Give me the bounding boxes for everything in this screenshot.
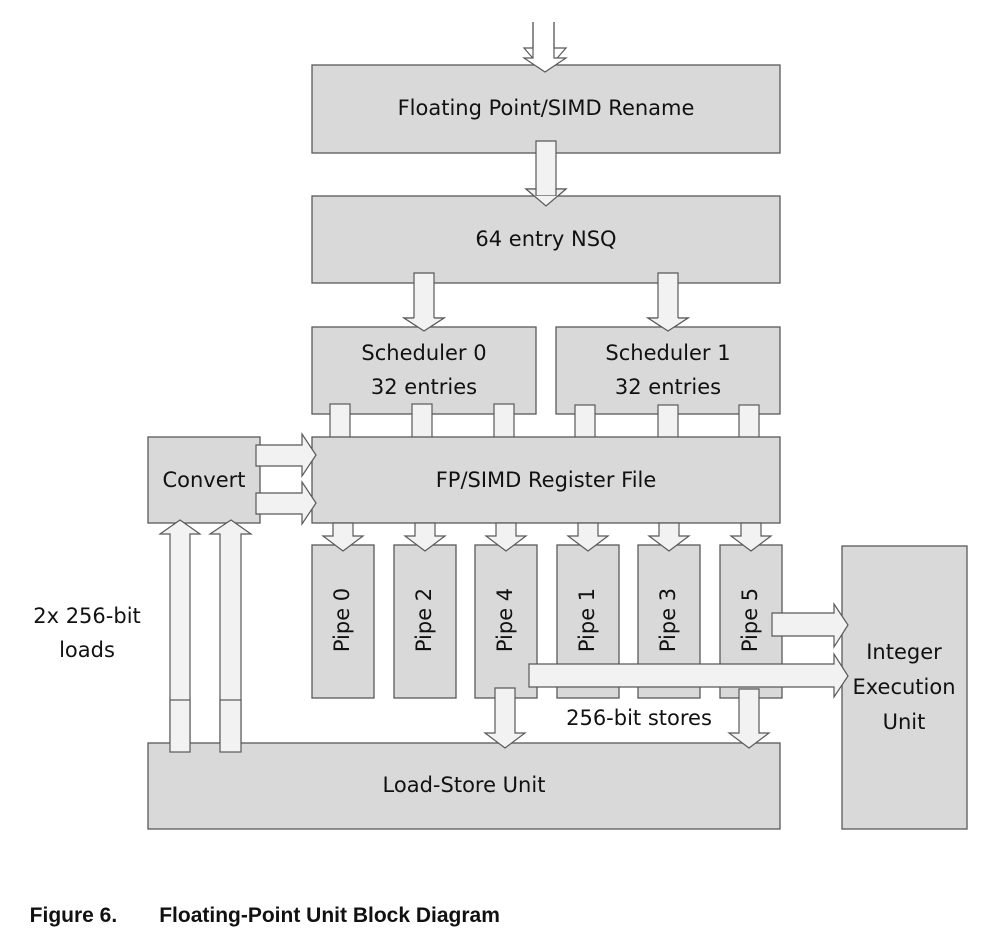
register-file-block [311,436,781,524]
nsq-label: 64 entry NSQ [475,227,616,251]
pipe-block [393,544,457,699]
load-store-label: Load-Store Unit [383,773,546,797]
scheduler0-label-line1: Scheduler 0 [361,341,486,365]
integer-exec-label-line2: Execution [852,675,955,699]
loads-annotation-line1: 2x 256-bit [33,604,141,628]
pipe-label: Pipe 3 [656,588,680,652]
incoming-arrow-tip [524,58,566,72]
pipe-label: Pipe 0 [330,588,354,652]
arrow-regfile-to-pipe-2 [484,522,528,552]
figure-title: Floating-Point Unit Block Diagram [159,904,500,927]
sched0-port-0 [329,403,351,439]
scheduler0-label-line2: 32 entries [371,375,477,399]
rename-block [311,64,781,154]
arrow-rename-to-nsq-tip-outline [524,188,568,207]
sched0-port-1 [411,403,433,439]
arrow-pipe5-to-integer [771,602,849,650]
integer-exec-label-line1: Integer [866,640,942,664]
arrow-nsq-to-scheduler0-tip [401,317,447,332]
arrow-pipes-to-integer [528,651,849,699]
scheduler1-block [555,326,781,415]
arrow-load-1-base [169,699,191,753]
load-store-block [147,742,781,830]
sched1-port-2 [738,404,760,439]
integer-exec-block [841,545,968,830]
register-file-label: FP/SIMD Register File [436,468,657,492]
arrow-regfile-to-pipe-3 [566,522,610,552]
arrow-store-pipe5 [727,688,771,749]
loads-annotation-line2: loads [59,638,115,662]
scheduler1-label-line2: 32 entries [615,375,721,399]
pipe-label: Pipe 2 [412,588,436,652]
integer-exec-label-line3: Unit [883,710,926,734]
arrow-convert-to-regfile-2 [255,480,317,526]
scheduler1-label-line1: Scheduler 1 [605,341,730,365]
sched1-port-1 [657,404,679,439]
pipe-label: Pipe 1 [575,588,599,652]
arrow-store-pipe4 [483,687,527,749]
sched0-port-2 [493,403,515,439]
arrow-regfile-to-pipe-5 [729,522,773,552]
arrow-nsq-to-scheduler1-tip [645,317,691,332]
rename-label: Floating Point/SIMD Rename [398,96,695,120]
pipe-label: Pipe 5 [738,588,762,652]
convert-label: Convert [162,468,245,492]
arrow-load-2-base [219,699,242,753]
arrow-regfile-to-pipe-4 [647,522,691,552]
arrow-convert-to-regfile-1 [255,432,317,478]
pipe-block [311,544,375,699]
incoming-arrow-tip-outline [522,22,568,73]
stores-annotation: 256-bit stores [566,706,712,730]
arrow-regfile-to-pipe-0 [321,522,365,552]
sched1-port-0 [574,404,596,439]
scheduler0-block [311,326,537,415]
pipe-label: Pipe 4 [493,588,517,652]
figure-number: Figure 6. [29,904,118,927]
arrow-regfile-to-pipe-1 [403,522,447,552]
convert-block [147,436,261,524]
nsq-block [311,195,781,284]
